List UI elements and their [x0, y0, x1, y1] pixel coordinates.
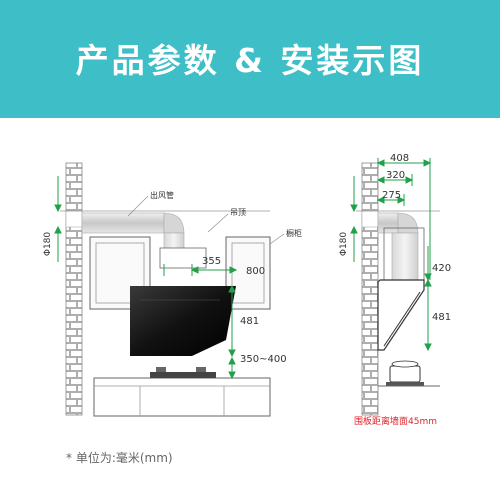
depth-total-label: 408 [390, 153, 409, 164]
width-label: 800 [246, 266, 265, 277]
header-banner: 产品参数 & 安装示图 [0, 0, 500, 118]
right-diameter-label: Φ180 [339, 232, 349, 257]
right-wall [361, 162, 379, 416]
right-view: 408 320 275 Φ180 420 481 围板距离墙面45mm [339, 153, 451, 427]
installation-diagram: 出风管 吊顶 橱柜 Φ180 355 800 481 350~400 [43, 153, 451, 427]
offset-label: 355 [202, 256, 221, 267]
lower-height-label: 481 [432, 312, 451, 323]
depth-min-label: 275 [382, 190, 401, 201]
range-hood-left [130, 286, 236, 356]
duct-horizontal [81, 212, 165, 234]
left-wall [65, 162, 83, 416]
unit-footnote: * 单位为:毫米(mm) [66, 451, 173, 465]
upper-height-label: 420 [432, 263, 451, 274]
cooking-pot [389, 365, 421, 383]
cabinet-label: 橱柜 [286, 228, 302, 238]
countertop [93, 377, 271, 417]
upper-cabinet-right [225, 236, 271, 310]
right-duct [391, 232, 419, 282]
page-title: 产品参数 & 安装示图 [75, 41, 425, 80]
duct-label: 出风管 [150, 190, 174, 200]
gas-stove [150, 372, 216, 378]
left-wall-opening [65, 210, 83, 228]
chimney-cover [159, 247, 207, 269]
left-diameter-label: Φ180 [43, 232, 53, 257]
range-hood-side [377, 279, 425, 351]
depth-mid-label: 320 [386, 170, 405, 181]
wall-distance-notice: 围板距离墙面45mm [354, 415, 437, 427]
left-view: 出风管 吊顶 橱柜 Φ180 355 800 481 350~400 [43, 162, 302, 417]
left-height-label: 481 [240, 316, 259, 327]
mount-range-label: 350~400 [240, 354, 287, 365]
ceiling-label: 吊顶 [230, 208, 246, 217]
